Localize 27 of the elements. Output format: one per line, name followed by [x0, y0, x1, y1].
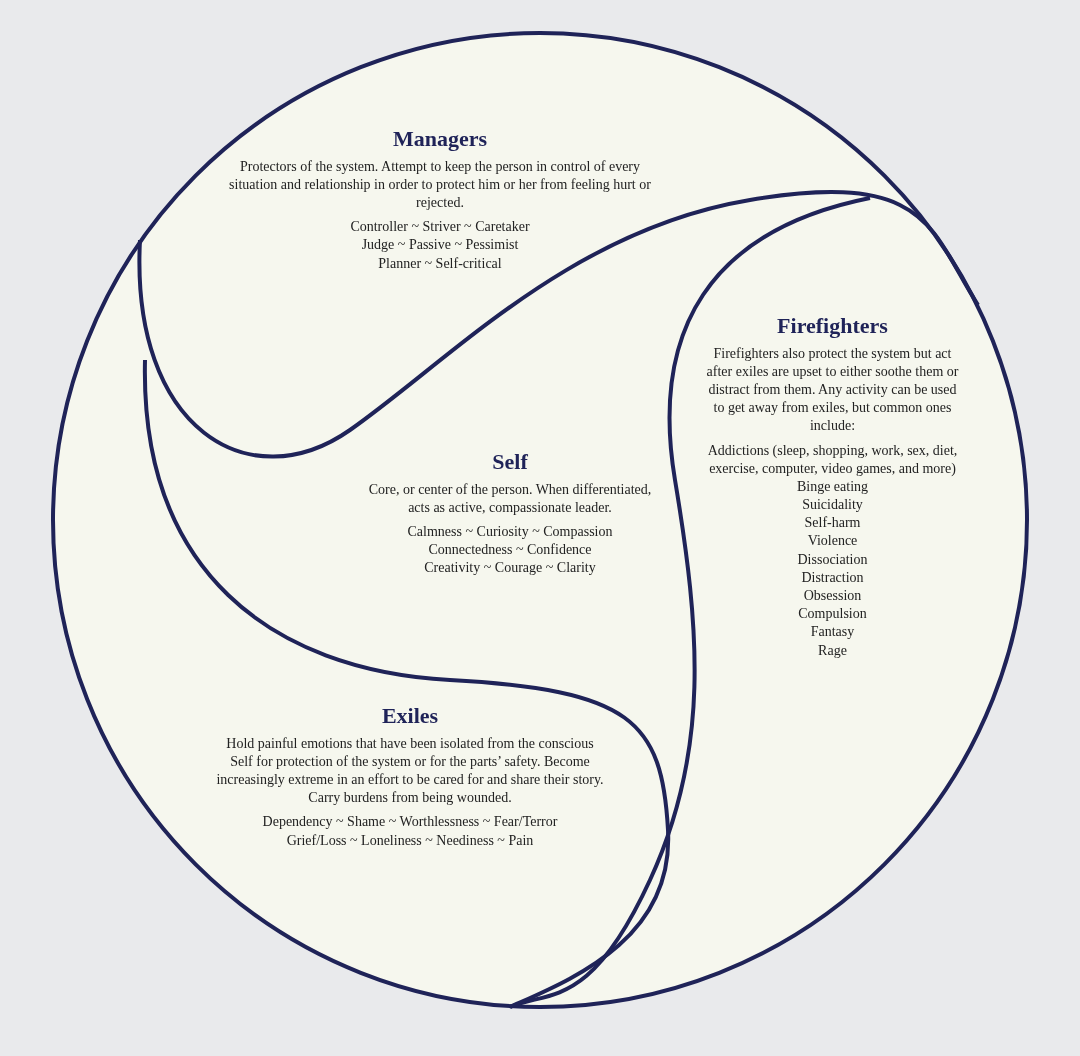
list-item: Creativity ~ Courage ~ Clarity: [423, 559, 597, 578]
description-text: Hold painful emotions that have been isolated from the conscious Self for protection of the system or for the parts’ safety. Become increasingly extreme in an effort to be cared for and share their story. Carry burdens from being wounded.: [215, 734, 605, 808]
section-heading: Exiles: [380, 702, 440, 730]
list-item: Obsession: [802, 587, 863, 606]
section-heading: Self: [491, 448, 529, 476]
list-item: Addictions (sleep, shopping, work, sex, diet, exercise, computer, video games, and more): [706, 441, 959, 478]
list-item: Planner ~ Self-critical: [377, 254, 503, 273]
list-item: Grief/Loss ~ Loneliness ~ Neediness ~ Pain: [285, 831, 535, 850]
description-text: Core, or center of the person. When differentiated, acts as active, compassionate leader.: [367, 480, 653, 517]
section-heading: Managers: [391, 125, 489, 153]
list-item: Compulsion: [797, 605, 868, 624]
list-item: Suicidality: [801, 496, 864, 515]
list-item: Calmness ~ Curiosity ~ Compassion: [406, 522, 614, 541]
list-item: Violence: [806, 532, 859, 551]
list-item: Dissociation: [796, 550, 869, 569]
list-item: Distraction: [800, 568, 865, 587]
list-item: Connectedness ~ Confidence: [427, 541, 593, 560]
list-item: Judge ~ Passive ~ Pessimist: [360, 236, 520, 255]
list-item: Controller ~ Striver ~ Caretaker: [349, 218, 531, 237]
list-item: Binge eating: [795, 477, 870, 496]
list-item: Rage: [817, 641, 848, 660]
description-text: Protectors of the system. Attempt to keep the person in control of every situation and relationship in order to protect him or her from feeling hurt or rejected.: [228, 157, 652, 212]
section-heading: Firefighters: [776, 312, 889, 340]
list-item: Fantasy: [809, 623, 856, 642]
list-item: Self-harm: [803, 514, 862, 533]
list-item: Dependency ~ Shame ~ Worthlessness ~ Fear/Terror: [261, 813, 559, 832]
description-text: Firefighters also protect the system but act after exiles are upset to either soothe them or distract from them. Any activity can be used to get away from exiles, but common ones include:: [705, 344, 960, 436]
